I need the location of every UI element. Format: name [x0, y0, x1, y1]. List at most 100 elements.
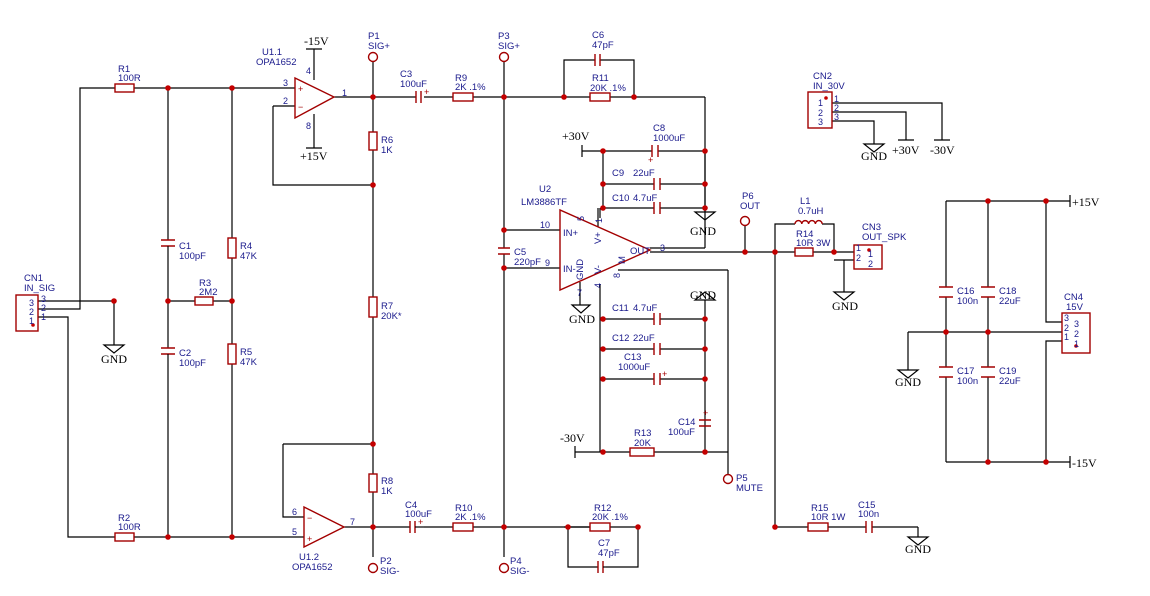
resistor-r8	[368, 473, 378, 493]
svg-text:-30V: -30V	[930, 143, 955, 157]
svg-text:OPA1652: OPA1652	[256, 57, 297, 68]
svg-text:R10: R10	[455, 503, 472, 514]
svg-text:20K*: 20K*	[381, 311, 402, 322]
svg-text:CN4: CN4	[1064, 292, 1083, 303]
svg-text:1: 1	[29, 316, 34, 326]
svg-text:P4: P4	[510, 556, 522, 567]
svg-text:C14: C14	[678, 417, 695, 428]
svg-text:3: 3	[818, 117, 823, 127]
amplifier-u2	[559, 208, 652, 292]
svg-text:100pF: 100pF	[179, 251, 206, 262]
svg-text:+: +	[648, 155, 653, 165]
svg-text:1: 1	[342, 88, 347, 98]
svg-text:C7: C7	[598, 538, 610, 549]
svg-text:1: 1	[868, 249, 873, 259]
svg-text:R9: R9	[455, 73, 467, 84]
svg-text:OPA1652: OPA1652	[292, 562, 333, 573]
svg-text:C1: C1	[179, 241, 191, 252]
svg-text:+: +	[298, 84, 303, 94]
svg-text:47pF: 47pF	[598, 548, 620, 559]
svg-text:+: +	[424, 87, 429, 97]
svg-text:C9: C9	[612, 168, 624, 179]
svg-text:R11: R11	[592, 73, 609, 84]
svg-text:4: 4	[593, 283, 603, 288]
svg-text:P6: P6	[742, 191, 754, 202]
svg-text:1000uF: 1000uF	[653, 133, 685, 144]
svg-text:R15: R15	[811, 503, 828, 514]
svg-text:+15V: +15V	[300, 149, 328, 163]
svg-text:V-: V-	[593, 265, 604, 274]
capacitor-c15	[865, 521, 873, 533]
gnd-symbol	[896, 369, 920, 379]
opamp-u1-2	[303, 505, 346, 549]
resistor-r11	[589, 92, 611, 102]
svg-text:7: 7	[350, 517, 355, 527]
svg-text:10R 1W: 10R 1W	[811, 512, 845, 523]
svg-text:SIG+: SIG+	[368, 41, 390, 52]
svg-text:3: 3	[283, 78, 288, 88]
svg-text:4.7uF: 4.7uF	[633, 303, 657, 314]
capacitor-c9	[653, 178, 661, 190]
svg-text:100n: 100n	[858, 509, 879, 520]
svg-text:1: 1	[856, 243, 861, 253]
svg-text:R2: R2	[118, 513, 130, 524]
svg-text:IN_30V: IN_30V	[813, 81, 845, 92]
svg-text:100pF: 100pF	[179, 358, 206, 369]
svg-text:C8: C8	[653, 123, 665, 134]
svg-text:+15V: +15V	[1072, 195, 1100, 209]
capacitor-c19	[981, 366, 995, 378]
svg-text:R5: R5	[240, 347, 252, 358]
svg-text:CN3: CN3	[862, 222, 881, 233]
gnd-symbol	[832, 291, 856, 301]
connector-cn4	[1061, 312, 1091, 354]
resistor-r7	[368, 296, 378, 318]
svg-text:C15: C15	[858, 500, 875, 511]
svg-text:2: 2	[818, 108, 823, 118]
svg-text:22uF: 22uF	[633, 333, 655, 344]
capacitor-c1	[161, 239, 175, 247]
resistor-r12	[589, 522, 611, 532]
label-cn1-name: IN_SIG	[24, 283, 55, 294]
svg-text:47pF: 47pF	[592, 40, 614, 51]
svg-text:1: 1	[1064, 332, 1069, 342]
junctions	[111, 85, 1049, 540]
svg-text:R4: R4	[240, 241, 252, 252]
svg-text:P1: P1	[368, 31, 380, 42]
svg-text:7: 7	[577, 288, 582, 298]
svg-text:9: 9	[545, 258, 550, 268]
svg-text:R7: R7	[381, 301, 393, 312]
svg-text:3: 3	[1074, 319, 1079, 329]
svg-text:1: 1	[1074, 339, 1079, 349]
testpoint-p6	[739, 215, 751, 227]
svg-text:C6: C6	[592, 30, 604, 41]
svg-text:47K: 47K	[240, 251, 258, 262]
svg-text:R12: R12	[594, 503, 611, 514]
svg-text:2: 2	[29, 307, 34, 317]
capacitor-c12	[653, 343, 661, 355]
svg-text:OUT: OUT	[740, 201, 760, 212]
svg-text:1000uF: 1000uF	[618, 362, 650, 373]
svg-text:SIG+: SIG+	[498, 41, 520, 52]
svg-text:15V: 15V	[1066, 302, 1084, 313]
svg-text:SIG-: SIG-	[510, 566, 530, 577]
svg-text:-15V: -15V	[1072, 456, 1097, 470]
gnd-symbol	[102, 344, 126, 354]
resistor-r1	[114, 83, 135, 93]
svg-text:V+: V+	[593, 232, 604, 244]
svg-text:2K .1%: 2K .1%	[455, 82, 486, 93]
resistors	[114, 83, 829, 542]
svg-text:2: 2	[1074, 329, 1079, 339]
resistor-r14	[794, 247, 814, 257]
svg-text:22uF: 22uF	[633, 168, 655, 179]
svg-text:5: 5	[576, 216, 586, 221]
svg-text:22uF: 22uF	[999, 376, 1021, 387]
svg-text:2: 2	[41, 303, 46, 313]
svg-text:1K: 1K	[381, 486, 393, 497]
svg-text:GND: GND	[832, 299, 858, 313]
gnd-symbol	[693, 291, 717, 301]
svg-text:C18: C18	[999, 286, 1016, 297]
svg-text:U1.2: U1.2	[299, 552, 319, 563]
capacitor-c8	[651, 145, 659, 157]
connectors	[15, 91, 1091, 354]
